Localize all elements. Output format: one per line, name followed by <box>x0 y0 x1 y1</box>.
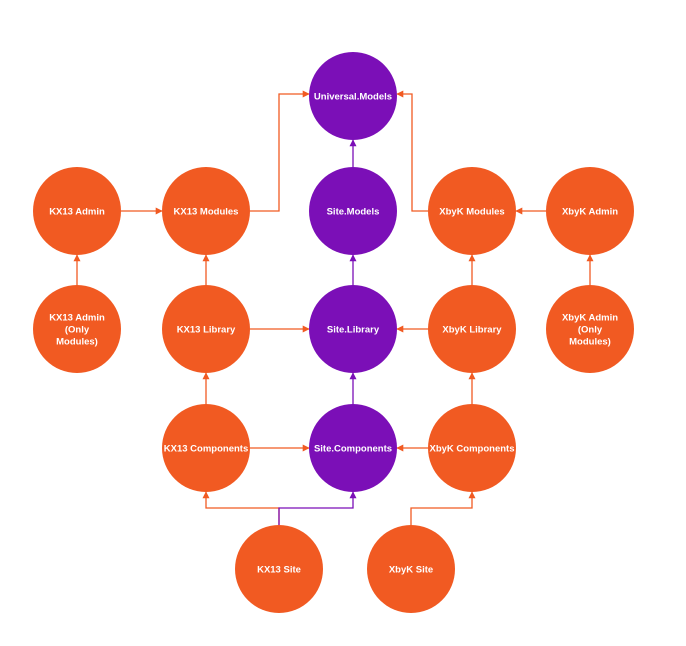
node-circle-kx13-library <box>162 285 250 373</box>
node-xbyk-modules: XbyK Modules <box>428 167 516 255</box>
node-label-kx13-components: KX13 Components <box>164 444 248 455</box>
node-circle-kx13-components <box>162 404 250 492</box>
node-label-kx13-admin-only-modules: (Only <box>65 325 90 336</box>
edge-kx13-site-to-site-components <box>278 491 357 525</box>
node-circle-xbyk-components <box>428 404 516 492</box>
node-label-xbyk-modules: XbyK Modules <box>439 207 504 218</box>
node-xbyk-admin: XbyK Admin <box>546 167 634 255</box>
node-circle-xbyk-site <box>367 525 455 613</box>
node-label-site-components: Site.Components <box>314 444 392 455</box>
node-circle-xbyk-library <box>428 285 516 373</box>
node-label-xbyk-components: XbyK Components <box>430 444 515 455</box>
node-label-kx13-admin-only-modules: Modules) <box>56 337 98 348</box>
node-circle-site-models <box>309 167 397 255</box>
node-circle-kx13-site <box>235 525 323 613</box>
node-label-kx13-admin-only-modules: KX13 Admin <box>49 313 105 324</box>
edge-kx13-site-to-kx13-components <box>202 491 280 525</box>
node-kx13-library: KX13 Library <box>162 285 250 373</box>
node-label-universal-models: Universal.Models <box>314 92 392 103</box>
node-label-xbyk-admin: XbyK Admin <box>562 207 618 218</box>
node-label-kx13-admin: KX13 Admin <box>49 207 105 218</box>
node-label-xbyk-site: XbyK Site <box>389 565 433 576</box>
node-circle-xbyk-admin <box>546 167 634 255</box>
node-circle-site-library <box>309 285 397 373</box>
node-xbyk-library: XbyK Library <box>428 285 516 373</box>
node-label-kx13-site: KX13 Site <box>257 565 301 576</box>
edge-xbyk-site-to-xbyk-components <box>410 491 476 525</box>
node-site-components: Site.Components <box>309 404 397 492</box>
edge-xbyk-modules-to-universal-models <box>396 90 428 212</box>
node-kx13-modules: KX13 Modules <box>162 167 250 255</box>
node-label-site-models: Site.Models <box>327 207 380 218</box>
node-label-xbyk-admin-only-modules: Modules) <box>569 337 611 348</box>
node-circle-universal-models <box>309 52 397 140</box>
node-universal-models: Universal.Models <box>309 52 397 140</box>
node-label-kx13-library: KX13 Library <box>177 325 236 336</box>
node-kx13-admin: KX13 Admin <box>33 167 121 255</box>
node-site-library: Site.Library <box>309 285 397 373</box>
node-label-xbyk-admin-only-modules: (Only <box>578 325 603 336</box>
node-circle-xbyk-modules <box>428 167 516 255</box>
node-circle-site-components <box>309 404 397 492</box>
node-site-models: Site.Models <box>309 167 397 255</box>
node-xbyk-components: XbyK Components <box>428 404 516 492</box>
node-circle-kx13-modules <box>162 167 250 255</box>
edges-layer <box>73 90 594 525</box>
node-kx13-site: KX13 Site <box>235 525 323 613</box>
node-circle-kx13-admin-only-modules <box>33 285 121 373</box>
node-label-xbyk-admin-only-modules: XbyK Admin <box>562 313 618 324</box>
node-label-xbyk-library: XbyK Library <box>442 325 502 336</box>
node-label-kx13-modules: KX13 Modules <box>174 207 239 218</box>
node-circle-kx13-admin <box>33 167 121 255</box>
node-kx13-components: KX13 Components <box>162 404 250 492</box>
edge-kx13-modules-to-universal-models <box>250 90 310 212</box>
node-xbyk-site: XbyK Site <box>367 525 455 613</box>
node-label-site-library: Site.Library <box>327 325 380 336</box>
node-circle-xbyk-admin-only-modules <box>546 285 634 373</box>
